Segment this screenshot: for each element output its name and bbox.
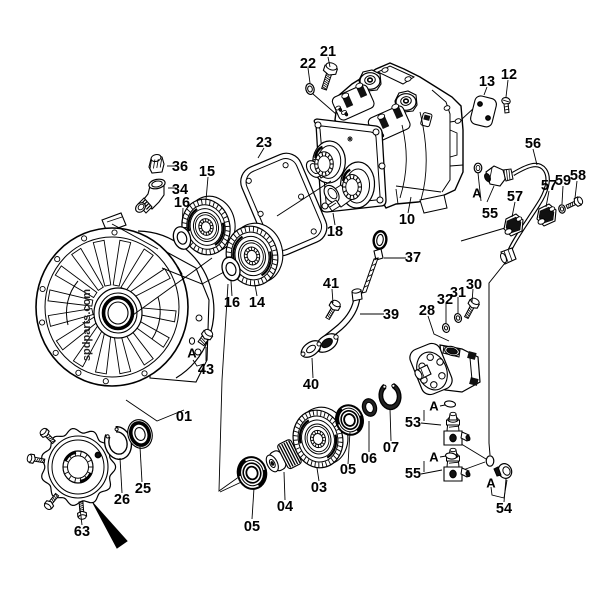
- svg-text:A: A: [429, 450, 439, 465]
- svg-text:A: A: [472, 186, 482, 201]
- svg-text:28: 28: [419, 303, 435, 319]
- svg-text:57: 57: [507, 189, 523, 205]
- svg-text:56: 56: [525, 136, 541, 152]
- svg-text:spdparts.com: spdparts.com: [81, 289, 93, 361]
- svg-text:58: 58: [570, 168, 586, 184]
- svg-text:43: 43: [198, 362, 214, 378]
- svg-text:25: 25: [135, 481, 151, 497]
- svg-text:57: 57: [541, 178, 557, 194]
- svg-text:31: 31: [450, 285, 466, 301]
- svg-text:05: 05: [340, 462, 356, 478]
- svg-text:01: 01: [176, 409, 192, 425]
- svg-text:10: 10: [399, 212, 415, 228]
- svg-text:54: 54: [496, 501, 512, 517]
- svg-text:15: 15: [199, 164, 215, 180]
- svg-text:23: 23: [256, 135, 272, 151]
- svg-text:63: 63: [74, 524, 90, 540]
- svg-text:55: 55: [405, 466, 421, 482]
- svg-text:22: 22: [300, 56, 316, 72]
- svg-text:07: 07: [383, 440, 399, 456]
- svg-text:41: 41: [323, 276, 339, 292]
- svg-text:16: 16: [174, 195, 190, 211]
- svg-text:18: 18: [327, 224, 343, 240]
- svg-text:14: 14: [249, 295, 265, 311]
- svg-text:A: A: [429, 399, 439, 414]
- svg-text:37: 37: [405, 250, 421, 266]
- svg-text:36: 36: [172, 159, 188, 175]
- svg-text:39: 39: [383, 307, 399, 323]
- svg-text:05: 05: [244, 519, 260, 535]
- svg-text:53: 53: [405, 415, 421, 431]
- svg-text:55: 55: [482, 206, 498, 222]
- svg-text:59: 59: [555, 173, 571, 189]
- svg-text:04: 04: [277, 499, 293, 515]
- svg-text:21: 21: [320, 44, 336, 60]
- svg-text:06: 06: [361, 451, 377, 467]
- svg-text:03: 03: [311, 480, 327, 496]
- svg-text:16: 16: [224, 295, 240, 311]
- svg-text:32: 32: [437, 292, 453, 308]
- svg-text:A: A: [187, 346, 197, 361]
- svg-text:26: 26: [114, 492, 130, 508]
- svg-text:13: 13: [479, 74, 495, 90]
- svg-text:A: A: [486, 476, 496, 491]
- svg-text:12: 12: [501, 67, 517, 83]
- svg-text:30: 30: [466, 277, 482, 293]
- svg-text:40: 40: [303, 377, 319, 393]
- svg-text:34: 34: [172, 182, 188, 198]
